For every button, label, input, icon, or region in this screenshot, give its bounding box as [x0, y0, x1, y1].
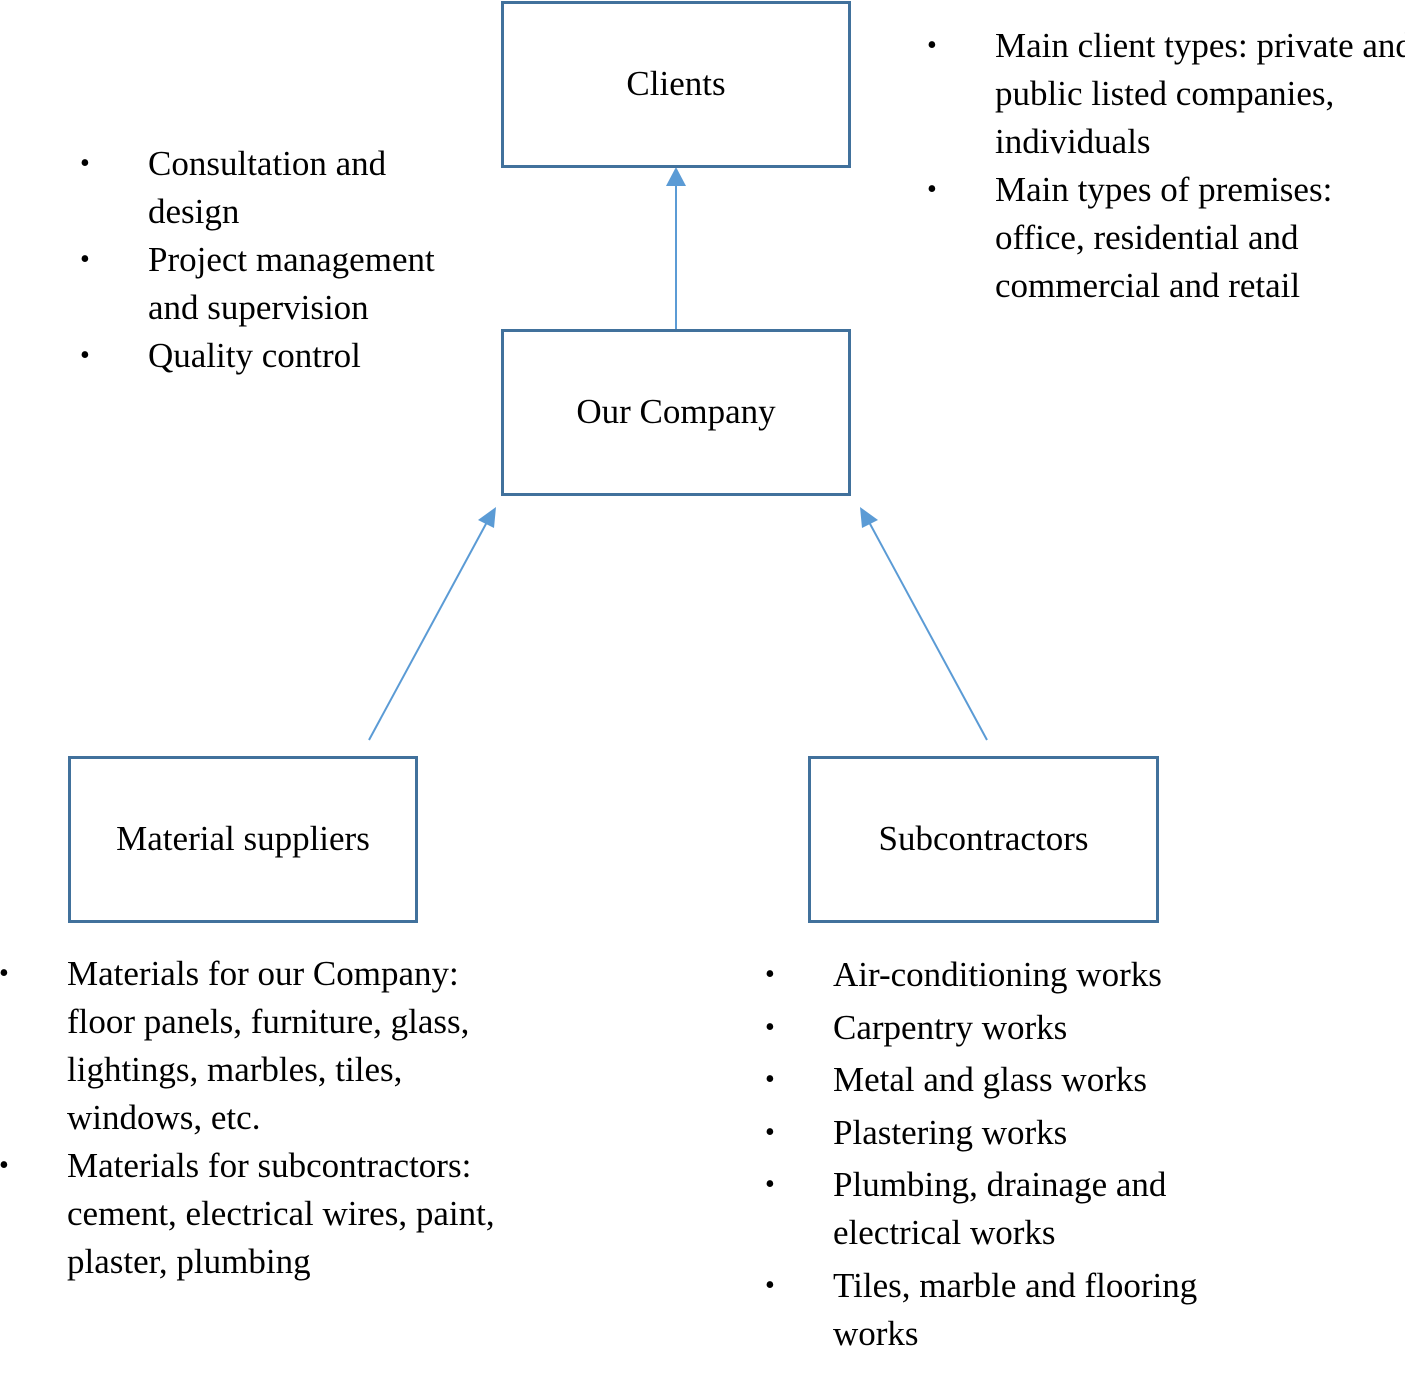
bullet-icon: •: [80, 340, 90, 371]
material-suppliers-label: Material suppliers: [116, 818, 370, 858]
bullet-icon: •: [80, 148, 90, 179]
bullet-icon: •: [765, 1064, 775, 1095]
bullet-icon: •: [765, 1011, 775, 1043]
list-item-text: Main types of premises: office, resident…: [995, 170, 1333, 305]
subcontractors-box: Subcontractors: [808, 756, 1159, 923]
list-item: • Main client types: private and public l…: [927, 22, 1405, 166]
services-list: • Consultation and design • Project manage…: [80, 140, 438, 380]
list-item-text: Consultation and design: [148, 144, 387, 231]
bullet-icon: •: [0, 1142, 9, 1190]
bullet-icon: •: [765, 1269, 775, 1301]
our-company-box: Our Company: [501, 329, 851, 496]
list-item-text: Plastering works: [833, 1112, 1068, 1152]
list-item-text: Metal and glass works: [833, 1060, 1147, 1099]
list-item: • Main types of premises: office, residen…: [927, 166, 1405, 310]
arrow-company-to-clients: [666, 167, 686, 329]
clients-label: Clients: [626, 63, 726, 103]
list-item-text: Materials for subcontractors: cement, el…: [67, 1146, 495, 1281]
list-item-text: Air-conditioning works: [833, 955, 1162, 994]
list-item: • Metal and glass works: [765, 1056, 1273, 1104]
list-item: • Materials for our Company: floor panels…: [0, 950, 497, 1142]
list-item-text: Carpentry works: [833, 1007, 1068, 1047]
list-item-text: Plumbing, drainage and electrical works: [833, 1165, 1167, 1252]
list-item: • Carpentry works: [765, 1004, 1273, 1052]
list-item-text: Quality control: [148, 336, 361, 375]
list-item: • Project management and supervision: [80, 236, 438, 332]
list-item: • Consultation and design: [80, 140, 438, 236]
list-item-text: Main client types: private and public li…: [995, 26, 1405, 161]
list-item: • Plastering works: [765, 1109, 1273, 1157]
arrow-subcontractors-to-company: [860, 507, 988, 741]
list-item: • Plumbing, drainage and electrical works: [765, 1161, 1273, 1257]
bullet-icon: •: [927, 30, 937, 61]
materials-list: • Materials for our Company: floor panels…: [0, 950, 497, 1286]
bullet-icon: •: [765, 1116, 775, 1148]
bullet-icon: •: [80, 244, 90, 275]
bullet-icon: •: [765, 1169, 775, 1200]
our-company-label: Our Company: [576, 391, 776, 431]
material-suppliers-box: Material suppliers: [68, 756, 418, 923]
bullet-icon: •: [0, 950, 9, 998]
arrow-suppliers-to-company: [368, 507, 496, 741]
list-item: • Air-conditioning works: [765, 951, 1273, 999]
subcontractors-label: Subcontractors: [878, 818, 1089, 858]
clients-box: Clients: [501, 1, 851, 168]
list-item: • Tiles, marble and flooring works: [765, 1262, 1273, 1358]
bullet-icon: •: [765, 959, 775, 990]
bullet-icon: •: [927, 174, 937, 205]
list-item-text: Tiles, marble and flooring works: [833, 1265, 1198, 1353]
list-item-text: Project management and supervision: [148, 240, 435, 327]
list-item-text: Materials for our Company: floor panels,…: [67, 954, 470, 1137]
subcontractor-works-list: • Air-conditioning works • Carpentry works…: [765, 951, 1273, 1362]
client-notes-list: • Main client types: private and public l…: [927, 22, 1405, 310]
list-item: • Materials for subcontractors: cement, e…: [0, 1142, 497, 1286]
list-item: • Quality control: [80, 332, 438, 380]
